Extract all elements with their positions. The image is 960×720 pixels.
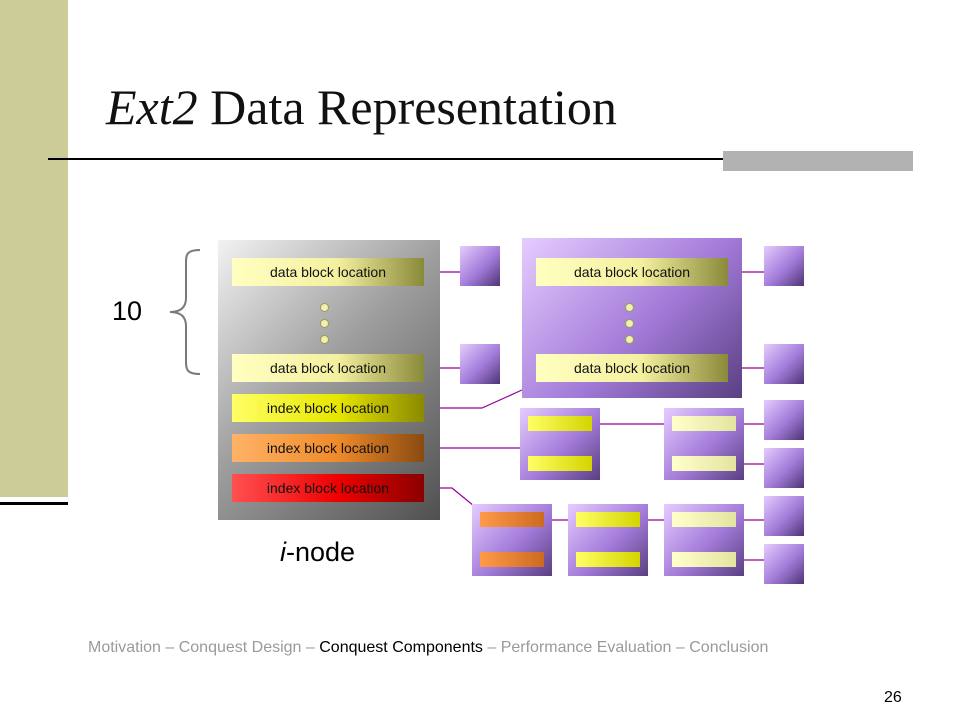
data-block (764, 496, 804, 536)
ellipsis-dot (625, 319, 634, 328)
inode-data-block-location-1: data block location (232, 258, 424, 286)
footer-current-section: Conquest Components (319, 639, 483, 656)
ellipsis-dot (320, 319, 329, 328)
sidebar-accent (0, 0, 68, 497)
slide-title: Ext2 Data Representation (106, 78, 617, 136)
page-number: 26 (884, 689, 902, 706)
sidebar-rule (0, 502, 68, 505)
index-entry (672, 456, 736, 471)
ellipsis-dot (625, 303, 634, 312)
index-entry (480, 512, 544, 527)
link-single-indirect (424, 389, 523, 409)
index-entry (672, 552, 736, 567)
index-entry (528, 416, 592, 431)
footer-part3: – Performance Evaluation – Conclusion (482, 639, 769, 656)
inode-caption-rest: -node (286, 537, 356, 567)
direct-block-count: 10 (112, 296, 143, 326)
data-block (764, 448, 804, 488)
ellipsis-dot (320, 335, 329, 344)
index-entry (528, 456, 592, 471)
inode-single-indirect-location: index block location (232, 394, 424, 422)
index-entry (672, 416, 736, 431)
title-underline (48, 158, 912, 160)
inode-data-block-location-2: data block location (232, 354, 424, 382)
data-block (764, 400, 804, 440)
inode-caption: i-node (280, 537, 355, 568)
ellipsis-dot (320, 303, 329, 312)
footer-navigation: Motivation – Conquest Design – Conquest … (88, 639, 768, 657)
title-accent-bar (723, 151, 913, 171)
ellipsis-dot (625, 335, 634, 344)
data-block (764, 344, 804, 384)
title-ext2: Ext2 (106, 79, 198, 135)
data-block (460, 246, 500, 286)
index-entry (576, 512, 640, 527)
ten-brace (169, 249, 201, 375)
inode-caption-i: i (280, 537, 286, 567)
index-data-block-location-1: data block location (536, 258, 728, 286)
index-entry (480, 552, 544, 567)
data-block (764, 246, 804, 286)
title-rest: Data Representation (197, 79, 617, 135)
data-block (460, 344, 500, 384)
inode-triple-indirect-location: index block location (232, 474, 424, 502)
index-entry (672, 512, 736, 527)
index-entry (576, 552, 640, 567)
footer-part1: Motivation – Conquest Design – (88, 639, 320, 656)
data-block (764, 544, 804, 584)
inode-double-indirect-location: index block location (232, 434, 424, 462)
index-data-block-location-2: data block location (536, 354, 728, 382)
